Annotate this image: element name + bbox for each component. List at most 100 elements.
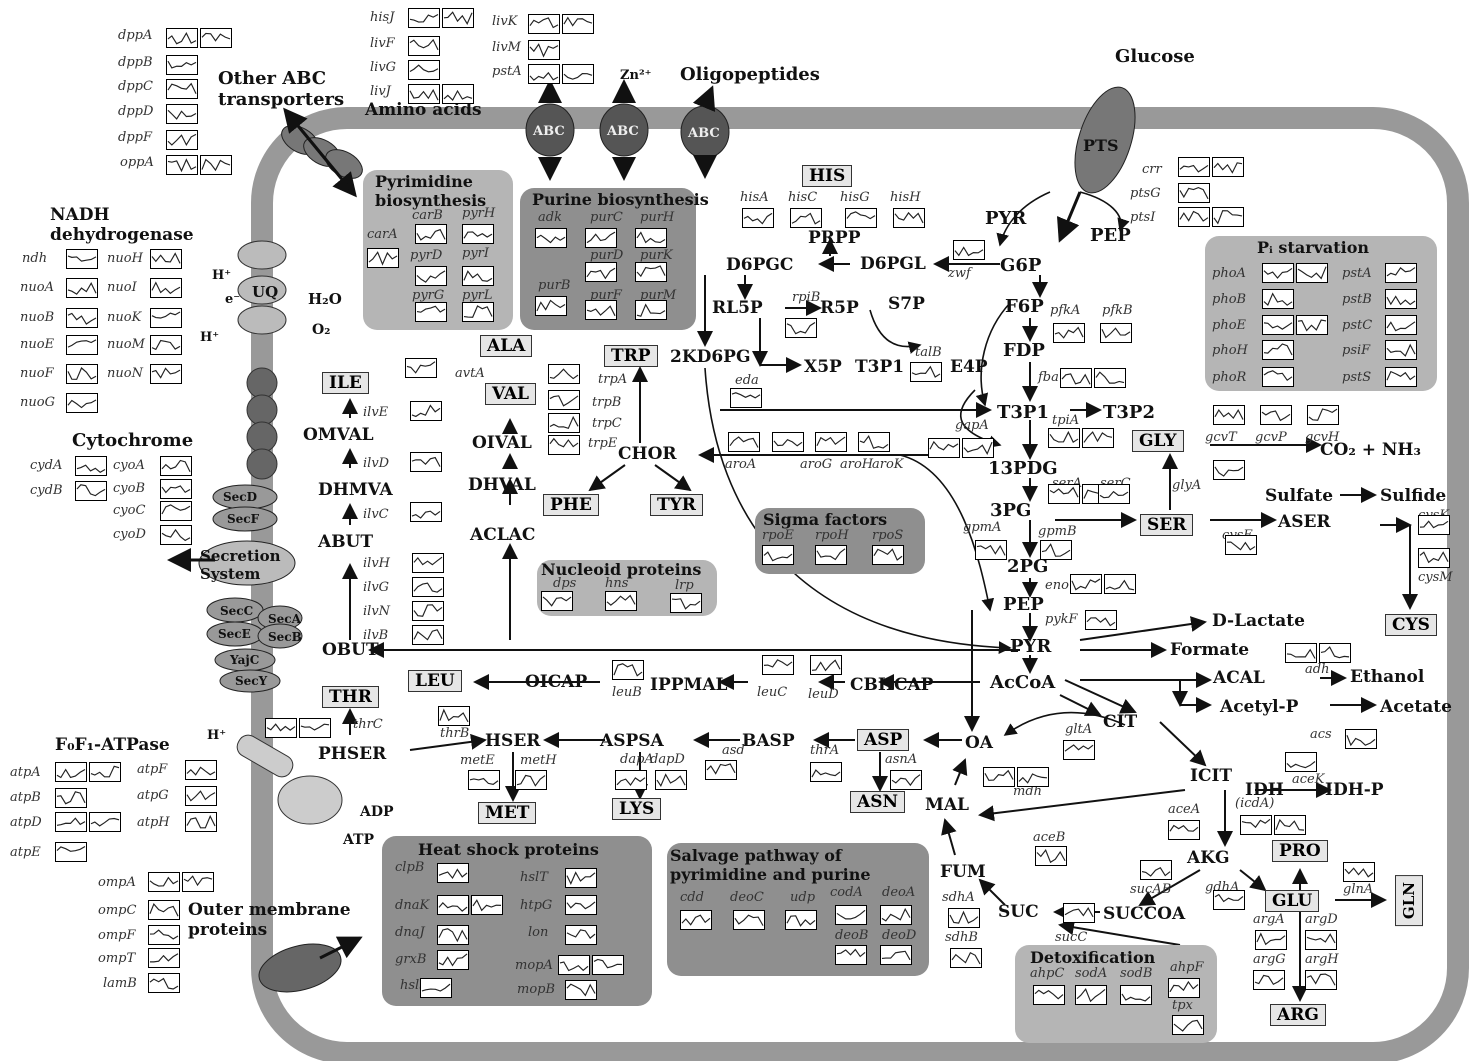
metabolite-chor: CHOR (618, 444, 677, 464)
expression-profile-dnaJ (437, 925, 469, 945)
metabolite-tyr: TYR (650, 494, 703, 516)
metabolite-p13pdg: 13PDG (988, 458, 1058, 479)
gene-label-gapA: gapA (955, 418, 989, 433)
gene-label-pykF: pykF (1045, 612, 1078, 627)
gene-label-aroA: aroA (725, 457, 757, 472)
abc-label-0: ABC (533, 124, 565, 139)
gene-label-cyoD: cyoD (113, 527, 146, 542)
gene-label-adk: adk (538, 210, 562, 225)
gene-label-atpH: atpH (137, 815, 170, 830)
expression-profile-talB (910, 362, 942, 382)
expression-profile-dapA (615, 770, 647, 790)
metabolite-ethanol: Ethanol (1350, 667, 1425, 687)
expression-profile-cyoC (160, 501, 192, 521)
gene-label-udp: udp (790, 890, 816, 905)
expression-profile-nuoM (150, 335, 182, 355)
expression-profile-dppB (166, 55, 198, 75)
gene-label-phoA: phoA (1212, 266, 1246, 281)
expression-profile-atpB (55, 788, 87, 808)
gene-label-dppC: dppC (118, 79, 153, 94)
gene-label-psiF: psiF (1342, 343, 1371, 358)
expression-profile-phoH (1262, 340, 1294, 360)
metabolite-mal: MAL (925, 795, 969, 815)
metabolite-secretion: Secretion System (200, 547, 281, 583)
expression-profile-thrC-1 (265, 718, 297, 738)
expression-profile-asnA (890, 770, 922, 790)
expression-profile-ilvE (410, 401, 442, 421)
expression-profile-rpiB (785, 318, 817, 338)
gene-label-pyrD: pyrD (410, 248, 443, 263)
expression-profile-aceA (1168, 820, 1200, 840)
metabolite-kd6pg: 2KD6PG (670, 347, 751, 367)
metabolite-ser: SER (1140, 514, 1194, 536)
expression-profile-ilvN (412, 601, 444, 621)
metabolite-cbhcap: CBHCAP (850, 675, 934, 695)
gene-label-cyoC: cyoC (113, 503, 146, 518)
expression-profile-atpD-2 (89, 812, 121, 832)
expression-profile-livK-1 (528, 14, 560, 34)
metabolite-d6pgc: D6PGC (726, 255, 794, 275)
gene-label-ilvB: ilvB (363, 628, 389, 643)
abc-label-2: ABC (688, 126, 720, 141)
gene-label-purB: purB (538, 278, 571, 293)
panel-title-sigma: Sigma factors (763, 510, 888, 529)
metabolite-atp: ATP (343, 832, 375, 848)
metabolite-t3p1b: T3P1 (855, 357, 905, 377)
expression-profile-sucAB (1140, 860, 1172, 880)
gene-label-nuoF: nuoF (20, 366, 54, 381)
metabolite-aminoacids: Amino acids (365, 100, 482, 120)
gene-label-ompA: ompA (98, 875, 136, 890)
metabolite-dhval: DHVAL (468, 475, 536, 495)
gene-label-talB: talB (915, 345, 942, 360)
expression-profile-crr-1 (1178, 157, 1210, 177)
metabolite-cys: CYS (1385, 614, 1437, 636)
metabolite-suc: SUC (998, 902, 1039, 922)
expression-profile-phoB (1262, 289, 1294, 309)
expression-profile-crr-2 (1212, 157, 1244, 177)
metabolite-met: MET (478, 802, 537, 824)
expression-profile-cyoA (160, 456, 192, 476)
expression-profile-tpiA-2 (1082, 428, 1114, 448)
expression-profile-phoE-1 (1262, 315, 1294, 335)
gene-label-purK: purK (640, 248, 673, 263)
symbol-hplus-3: H⁺ (207, 728, 227, 743)
gene-label-thrC: thrC (353, 717, 383, 732)
gene-label-rpiB: rpiB (792, 290, 821, 305)
metabolite-sulfide: Sulfide (1380, 486, 1447, 506)
gene-label-dapA: dapA (620, 752, 654, 767)
gene-label-atpD: atpD (10, 815, 42, 830)
expression-profile-mdh-2 (1017, 767, 1049, 787)
sec-yajC: YajC (230, 653, 260, 667)
expression-profile-adh-1 (1285, 643, 1317, 663)
expression-profile-udp (785, 910, 817, 930)
gene-label-pstA: pstA (1342, 266, 1372, 281)
expression-profile-pstS (1385, 367, 1417, 387)
gene-label-phoB: phoB (1212, 292, 1247, 307)
gene-label-crr: crr (1142, 162, 1162, 177)
gene-label-atpE: atpE (10, 845, 41, 860)
metabolite-other_abc: Other ABC transporters (218, 68, 345, 110)
metabolite-p2pg: 2PG (1007, 556, 1049, 577)
expression-profile-pyrL (462, 302, 494, 322)
expression-profile-nuoK (150, 308, 182, 328)
metabolite-r5p: R5P (820, 298, 859, 318)
expression-profile-nuoA (66, 278, 98, 298)
gene-label-hisG: hisG (840, 190, 870, 205)
metabolite-outer: Outer membrane proteins (188, 900, 351, 940)
expression-profile-carB (415, 224, 447, 244)
metabolite-fdp: FDP (1003, 340, 1045, 361)
gene-label-rpoS: rpoS (872, 528, 904, 543)
gene-label-gcvT: gcvT (1205, 430, 1237, 445)
metabolite-sulfate: Sulfate (1265, 486, 1334, 506)
expression-profile-glyA (1213, 460, 1245, 480)
gene-label-codA: codA (830, 885, 863, 900)
expression-profile-carA (367, 248, 399, 268)
gene-label-nuoK: nuoK (107, 310, 142, 325)
expression-profile-argA (1255, 930, 1287, 950)
gene-label-dppD: dppD (118, 104, 154, 119)
gene-label-cydB: cydB (30, 483, 63, 498)
gene-label-rpoH: rpoH (815, 528, 849, 543)
expression-profile-deoD (880, 945, 912, 965)
